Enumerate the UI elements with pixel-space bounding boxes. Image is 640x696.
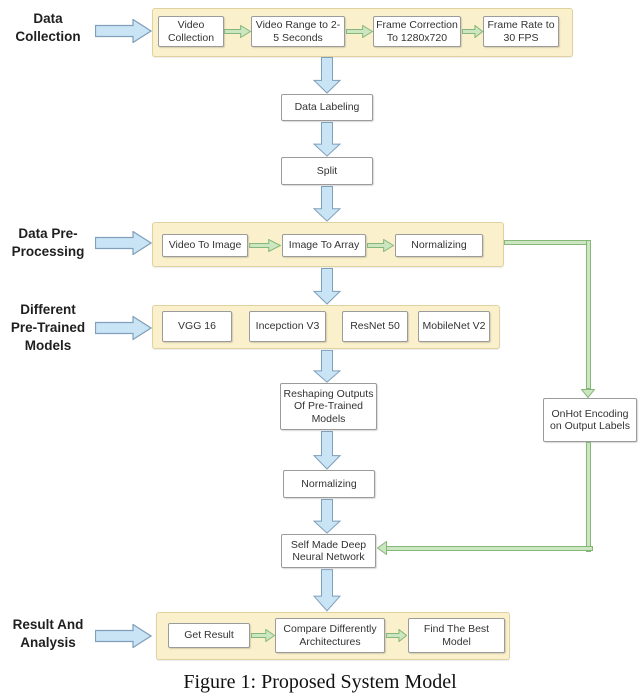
box-label: Split <box>316 164 338 177</box>
figure-caption: Figure 1: Proposed System Model <box>183 671 457 693</box>
box-vgg16: VGG 16 <box>162 311 232 342</box>
stage-label-data-collection: Data Collection <box>4 10 92 46</box>
box-label: Compare Differently Architectures <box>283 623 377 648</box>
down-block-arrow-icon <box>313 122 341 157</box>
box-image-to-array: Image To Array <box>282 234 366 257</box>
flow-right-arrow-icon <box>346 25 373 38</box>
box-reshaping-outputs: Reshaping Outputs Of Pre-Trained Models <box>280 383 377 430</box>
right-block-arrow-icon <box>94 315 153 341</box>
flow-right-arrow-icon <box>462 25 483 38</box>
box-frame-rate: Frame Rate to 30 FPS <box>483 16 559 47</box>
flow-right-arrow-icon <box>249 239 281 252</box>
down-block-arrow-icon <box>313 186 341 222</box>
box-frame-correction: Frame Correction To 1280x720 <box>373 16 461 47</box>
box-label: Frame Rate to 30 FPS <box>487 19 555 44</box>
box-label: Frame Correction To 1280x720 <box>376 19 458 44</box>
right-block-arrow-icon <box>94 18 153 44</box>
flow-right-arrow-icon <box>386 629 407 642</box>
flow-right-arrow-icon <box>367 239 394 252</box>
box-video-to-image: Video To Image <box>162 234 248 257</box>
box-label: Normalizing <box>301 477 357 490</box>
stage-label-line: Pre-Trained <box>10 319 86 335</box>
down-block-arrow-icon <box>313 268 341 305</box>
stage-label-line: Models <box>24 337 72 353</box>
box-label: MobileNet V2 <box>422 320 486 333</box>
stage-label-line: Different <box>20 302 76 317</box>
box-onehot-encoding: OnHot Encoding on Output Labels <box>543 398 637 442</box>
down-block-arrow-icon <box>313 350 341 383</box>
down-block-arrow-icon <box>313 569 341 612</box>
connector-line-h1 <box>504 240 591 245</box>
box-label: Normalizing <box>411 239 467 252</box>
stage-label-line: Data Pre- <box>18 226 78 241</box>
box-label: Self Made Deep Neural Network <box>290 538 367 563</box>
connector-line-v1 <box>586 240 591 389</box>
box-data-labeling: Data Labeling <box>281 94 373 121</box>
box-normalizing-2: Normalizing <box>283 470 375 498</box>
stage-label-line: Collection <box>15 28 81 44</box>
box-get-result: Get Result <box>168 623 250 648</box>
box-label: Data Labeling <box>294 101 360 114</box>
box-normalizing-pre: Normalizing <box>395 234 483 257</box>
stage-label-data-pre-processing: Data Pre- Processing <box>4 225 92 261</box>
box-label: OnHot Encoding on Output Labels <box>550 407 630 432</box>
box-split: Split <box>281 157 373 185</box>
stage-label-line: Data <box>33 11 63 26</box>
down-block-arrow-icon <box>313 431 341 470</box>
box-find-best-model: Find The Best Model <box>408 618 505 653</box>
stage-label-result-and-analysis: Result And Analysis <box>4 616 92 652</box>
box-resnet50: ResNet 50 <box>342 311 408 342</box>
box-label: Video Range to 2-5 Seconds <box>255 19 341 44</box>
down-block-arrow-icon <box>313 57 341 94</box>
stage-label-line: Analysis <box>20 634 76 650</box>
box-video-collection: Video Collection <box>158 16 224 47</box>
box-label: Find The Best Model <box>423 623 490 648</box>
box-label: VGG 16 <box>178 320 216 333</box>
stage-label-line: Result And <box>12 617 84 632</box>
box-label: Incepction V3 <box>255 320 320 333</box>
box-label: Get Result <box>184 629 234 642</box>
right-block-arrow-icon <box>94 230 153 256</box>
box-mobilenet-v2: MobileNet V2 <box>418 311 490 342</box>
stage-label-different-pretrained-models: Different Pre-Trained Models <box>4 301 92 354</box>
box-label: ResNet 50 <box>350 320 400 333</box>
flow-right-arrow-icon <box>224 25 251 38</box>
box-compare-architectures: Compare Differently Architectures <box>275 618 385 653</box>
box-label: Video To Image <box>168 239 242 252</box>
down-block-arrow-icon <box>313 499 341 534</box>
stage-label-line: Processing <box>11 243 85 259</box>
box-label: Video Collection <box>167 19 215 44</box>
box-inception-v3: Incepction V3 <box>249 311 326 342</box>
flow-right-arrow-icon <box>251 629 275 642</box>
connector-line-h2 <box>386 546 593 551</box>
connector-line-v2 <box>586 442 591 552</box>
box-label: Reshaping Outputs Of Pre-Trained Models <box>283 387 374 425</box>
right-block-arrow-icon <box>94 623 153 649</box>
box-video-range: Video Range to 2-5 Seconds <box>251 16 345 47</box>
box-label: Image To Array <box>288 239 360 252</box>
connector-arrowhead-down-icon <box>580 389 596 399</box>
box-self-made-dnn: Self Made Deep Neural Network <box>281 534 376 568</box>
connector-arrowhead-left-icon <box>376 540 387 556</box>
